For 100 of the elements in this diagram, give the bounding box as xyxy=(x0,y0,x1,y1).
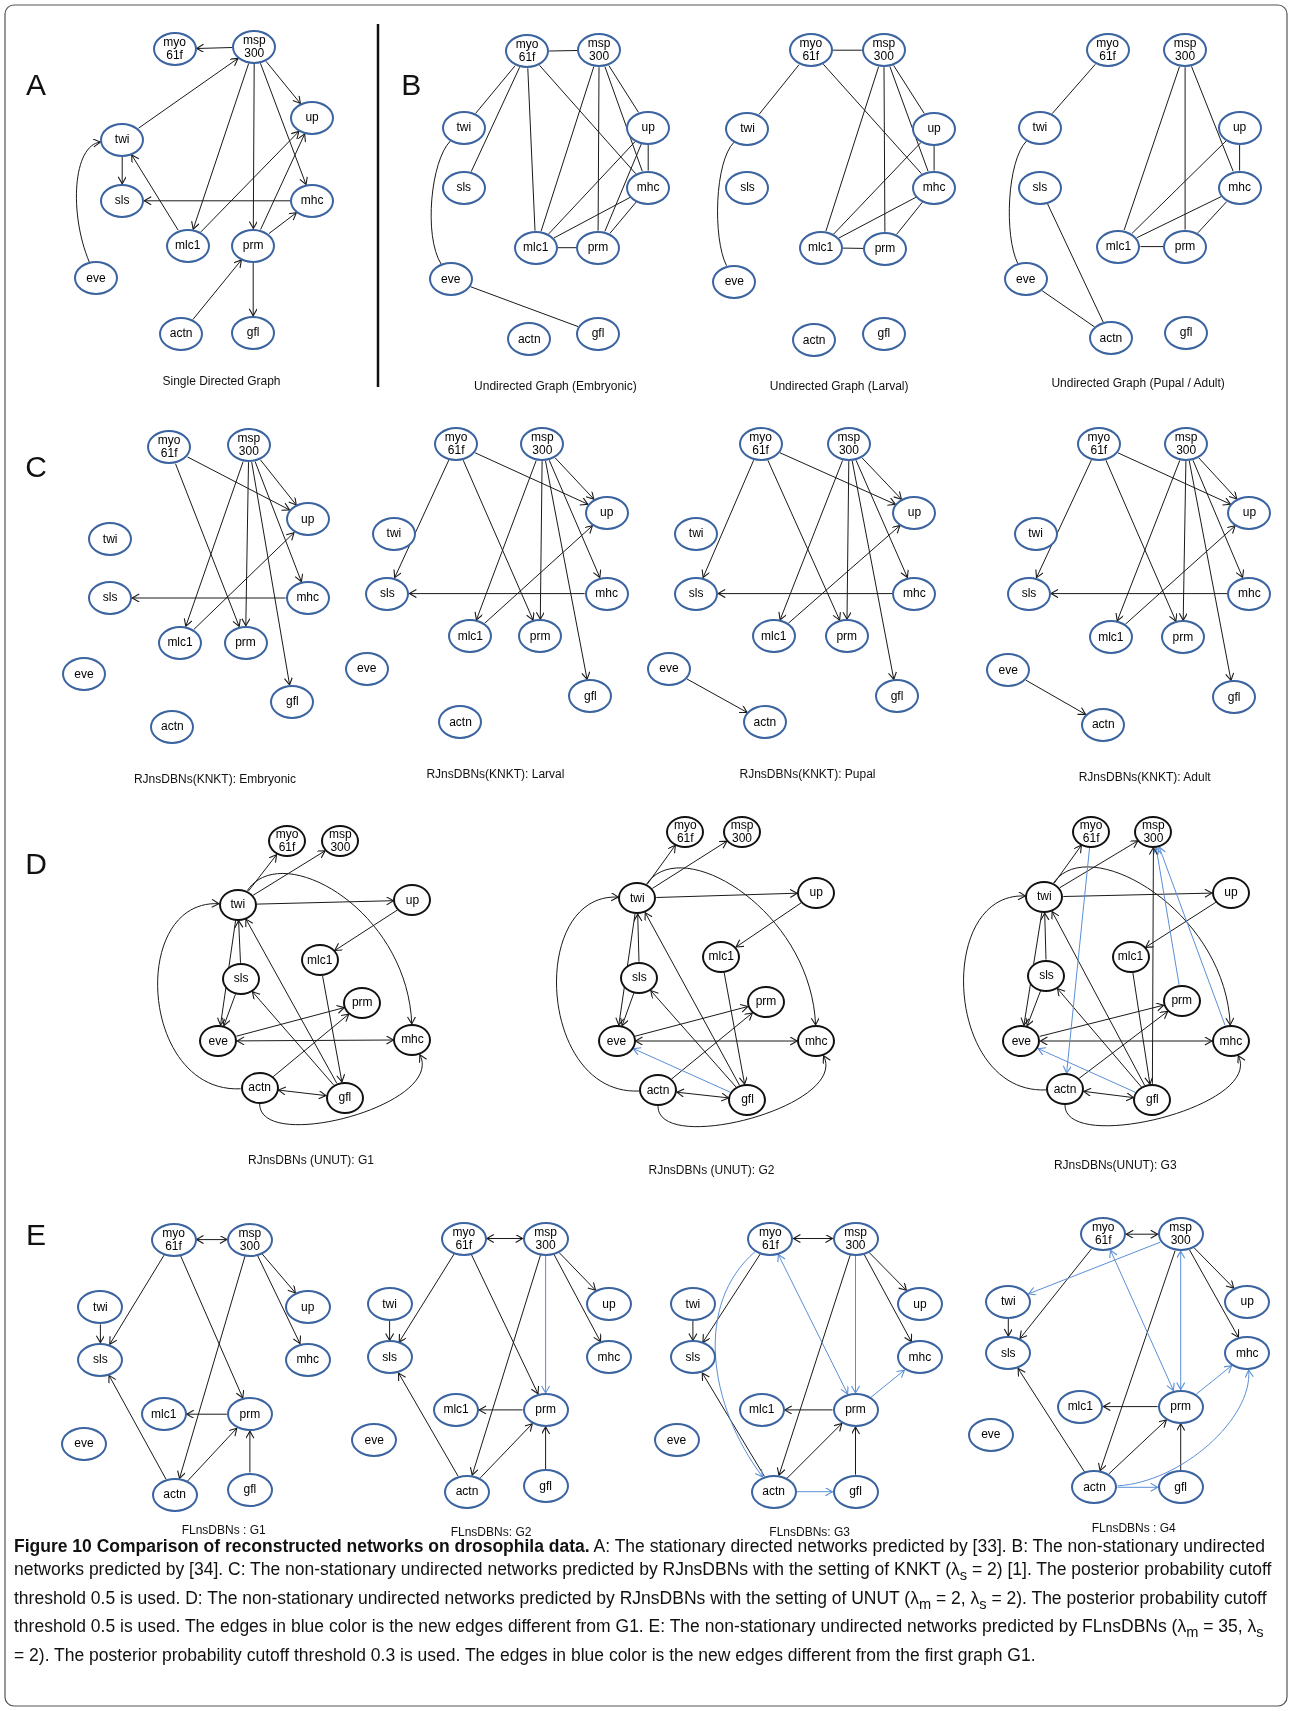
gene-label: eve xyxy=(998,663,1018,677)
connector-line xyxy=(933,145,935,172)
gene-label: sls xyxy=(233,972,249,986)
gene-node xyxy=(1025,880,1064,913)
gene-label: gfl xyxy=(1179,326,1193,340)
arrow xyxy=(1176,1423,1186,1471)
graph-caption: RJnsDBNs (UNUT): G2 xyxy=(648,1162,775,1177)
arrow xyxy=(187,1427,238,1482)
gene-node xyxy=(290,100,335,135)
connector-line xyxy=(540,66,595,232)
gene-label: mhc xyxy=(296,1353,320,1367)
gene-label: actn xyxy=(802,333,826,347)
gene-label: prm xyxy=(351,996,373,1010)
gene-node xyxy=(268,825,306,858)
gene-label: myo 61f xyxy=(451,1225,477,1252)
arrow xyxy=(620,992,635,1027)
gene-label: sls xyxy=(456,181,472,195)
arrow xyxy=(1039,1036,1213,1046)
gene-node xyxy=(226,1222,273,1257)
gene-node xyxy=(742,705,787,740)
arrow xyxy=(1064,1055,1244,1126)
gene-node xyxy=(1157,1217,1204,1252)
arrow xyxy=(272,1013,350,1078)
connector-line xyxy=(553,196,631,239)
gene-node xyxy=(165,228,210,263)
gene-label: mhc xyxy=(595,587,619,601)
gene-label: prm xyxy=(587,241,609,255)
gene-node xyxy=(861,316,906,351)
arrow xyxy=(1053,866,1234,1026)
arrow xyxy=(261,1253,296,1294)
connector-line xyxy=(1191,65,1234,172)
arrow xyxy=(1040,912,1050,961)
gene-label: mlc1 xyxy=(708,950,734,964)
gene-node xyxy=(1164,315,1209,350)
arrow xyxy=(1152,846,1180,986)
gene-node xyxy=(862,231,907,266)
gene-node xyxy=(666,815,705,848)
arrow xyxy=(334,909,398,952)
arrow xyxy=(554,457,595,500)
gene-node xyxy=(576,230,620,265)
gene-label: gfl xyxy=(338,1091,352,1105)
gene-label: msp 300 xyxy=(530,431,555,458)
arrow xyxy=(776,1254,851,1476)
gene-label: mlc1 xyxy=(167,636,193,650)
connector-line xyxy=(557,247,577,249)
gene-node xyxy=(674,576,719,611)
arrow xyxy=(175,463,241,628)
connector-line xyxy=(842,247,864,249)
gene-label: mhc xyxy=(597,1350,621,1364)
gene-label: mlc1 xyxy=(151,1407,177,1421)
gene-node xyxy=(366,1287,413,1321)
gene-node xyxy=(428,262,473,297)
gene-node xyxy=(1080,1217,1127,1252)
arrow xyxy=(138,57,239,129)
gene-node xyxy=(150,709,195,744)
gene-node xyxy=(199,1025,238,1057)
panel-letter: D xyxy=(25,847,47,882)
gene-node xyxy=(1157,1389,1204,1424)
arrow xyxy=(191,62,250,230)
arrow xyxy=(1050,589,1228,599)
arrow xyxy=(186,1409,228,1419)
arrow xyxy=(257,1255,302,1345)
arrow xyxy=(868,1251,907,1291)
gene-node xyxy=(626,170,671,205)
gene-node xyxy=(62,657,106,692)
gene-label: up xyxy=(602,1297,616,1311)
gene-node xyxy=(393,884,432,917)
arrow xyxy=(117,156,127,185)
connector-line xyxy=(604,143,642,232)
arrow xyxy=(657,1055,830,1127)
connector-line xyxy=(1008,140,1027,264)
connector-line xyxy=(608,65,639,113)
gene-label: eve xyxy=(364,1433,384,1447)
gene-label: prm xyxy=(1170,1400,1191,1414)
gene-node xyxy=(1081,707,1126,742)
arrow xyxy=(478,1405,524,1415)
gene-label: sls xyxy=(632,971,647,985)
gene-label: msp 300 xyxy=(1173,431,1199,458)
gene-label: prm xyxy=(1174,240,1196,254)
gene-node xyxy=(74,261,118,296)
gene-label: actn xyxy=(753,715,777,729)
gene-label: up xyxy=(1242,506,1257,520)
gene-label: msp 300 xyxy=(1172,37,1198,64)
graph-caption: FLnsDBNs : G1 xyxy=(181,1522,266,1537)
arrow xyxy=(792,1233,834,1244)
gene-node xyxy=(226,428,271,463)
connector-line xyxy=(896,201,923,235)
arrow xyxy=(779,452,896,506)
arrow xyxy=(1102,1402,1159,1412)
arrow xyxy=(545,460,591,680)
arrow xyxy=(1116,1369,1253,1487)
gene-node xyxy=(1046,1073,1084,1106)
arrow xyxy=(195,1235,228,1245)
graph-caption: Undirected Graph (Pupal / Adult) xyxy=(1051,376,1225,390)
gene-label: mlc1 xyxy=(1067,1400,1093,1414)
gene-node xyxy=(861,33,906,68)
gene-label: up xyxy=(927,122,941,136)
gene-label: prm xyxy=(755,995,777,1009)
gene-label: myo 61f xyxy=(514,38,540,65)
gene-node xyxy=(797,876,836,909)
